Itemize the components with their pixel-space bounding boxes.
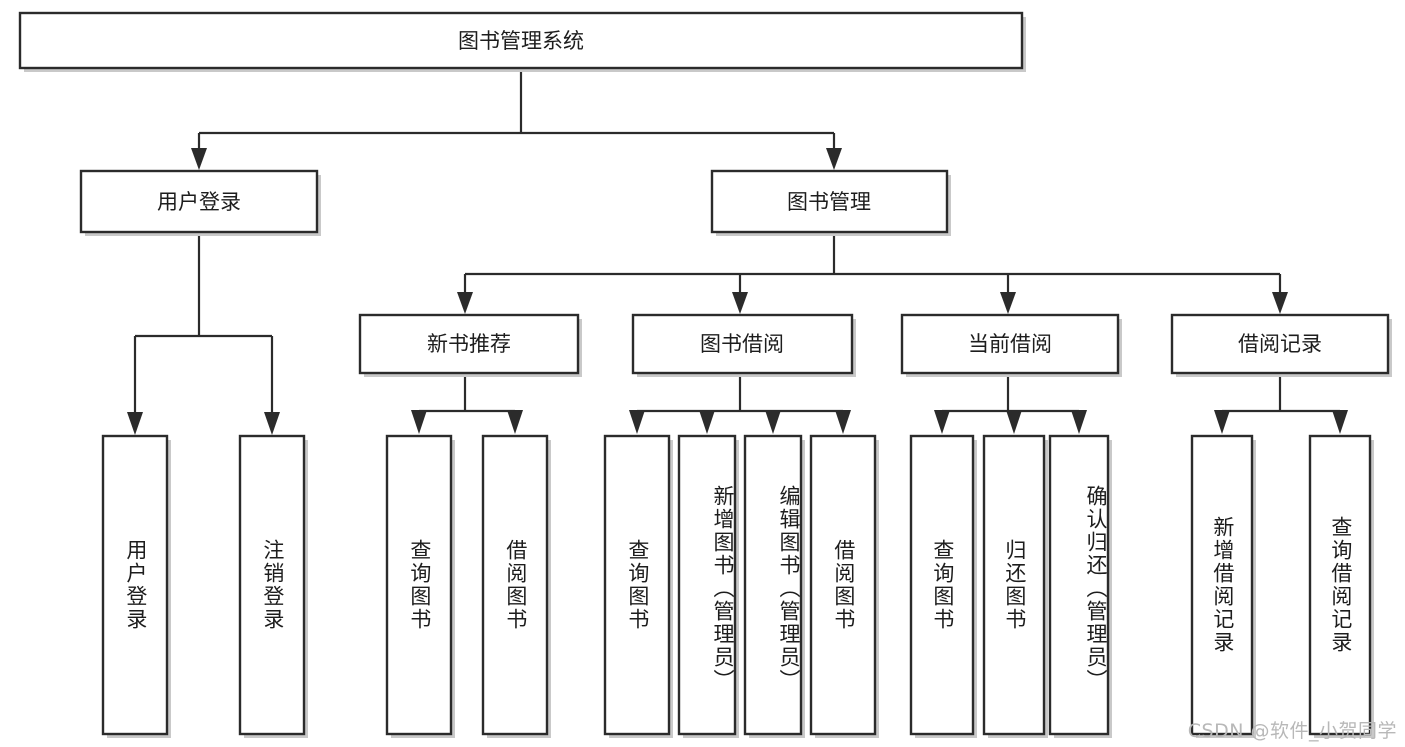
arrowhead-book-mgmt: [826, 148, 842, 170]
book-management-label: 图书管理: [787, 190, 871, 214]
arrowhead-nb-leaf-2: [507, 410, 523, 434]
book-borrow-rect: [631, 313, 854, 375]
arrowhead-br-leaf-1: [1214, 410, 1230, 434]
arrowhead-leaf-logout: [264, 412, 280, 435]
leaf-rect-8[interactable]: [909, 434, 975, 736]
connector-layer: [127, 68, 1348, 435]
arrowhead-bb-leaf-4: [835, 410, 851, 434]
current-borrow-label: 当前借阅: [968, 332, 1052, 356]
csdn-watermark: CSDN @软件_小贺同学: [1187, 720, 1397, 742]
node-book-management[interactable]: 图书管理: [710, 169, 951, 236]
leaf-rect-7[interactable]: [809, 434, 877, 736]
leaf-rect-11[interactable]: [1190, 434, 1254, 736]
leaf-rect-6[interactable]: [743, 434, 803, 736]
arrowhead-leaf-user-login: [127, 412, 143, 435]
arrowhead-nb-leaf-1: [411, 410, 427, 434]
node-new-book-recommend[interactable]: 新书推荐: [358, 313, 582, 377]
leaf-rect-12[interactable]: [1308, 434, 1372, 736]
arrowhead-current-borrow: [1000, 292, 1016, 314]
leaf-rect-0[interactable]: [101, 434, 169, 736]
arrowhead-bb-leaf-1: [629, 410, 645, 434]
arrowhead-new-book: [457, 292, 473, 314]
node-borrow-record[interactable]: 借阅记录: [1170, 313, 1392, 377]
arrowhead-user-login: [191, 148, 207, 170]
leaf-rect-layer: [101, 434, 1374, 738]
arrowhead-bb-leaf-2: [699, 410, 715, 434]
leaf-rect-1[interactable]: [238, 434, 306, 736]
leaf-rect-9[interactable]: [982, 434, 1046, 736]
leaf-rect-4[interactable]: [603, 434, 671, 736]
leaf-rect-5[interactable]: [677, 434, 737, 736]
arrowhead-cb-leaf-3: [1071, 410, 1087, 434]
node-current-borrow[interactable]: 当前借阅: [900, 313, 1122, 377]
new-book-recommend-rect: [358, 313, 580, 375]
root-label: 图书管理系统: [458, 29, 584, 53]
current-borrow-rect: [900, 313, 1120, 375]
arrowhead-cb-leaf-1: [934, 410, 950, 434]
node-user-login[interactable]: 用户登录: [79, 169, 321, 236]
leaf-rect-2[interactable]: [385, 434, 453, 736]
arrowhead-borrow-record: [1272, 292, 1288, 314]
book-borrow-label: 图书借阅: [700, 332, 784, 356]
leaf-rect-10[interactable]: [1048, 434, 1110, 736]
arrowhead-cb-leaf-2: [1006, 410, 1022, 434]
node-root[interactable]: 图书管理系统: [18, 11, 1026, 72]
borrow-record-rect: [1170, 313, 1390, 375]
borrow-record-label: 借阅记录: [1238, 332, 1322, 356]
arrowhead-br-leaf-2: [1332, 410, 1348, 434]
root-rect: [18, 11, 1024, 70]
user-login-label: 用户登录: [157, 190, 241, 214]
new-book-recommend-label: 新书推荐: [427, 332, 511, 356]
user-login-rect: [79, 169, 319, 234]
book-management-rect: [710, 169, 949, 234]
arrowhead-bb-leaf-3: [765, 410, 781, 434]
leaf-rect-3[interactable]: [481, 434, 549, 736]
arrowhead-book-borrow: [732, 292, 748, 314]
node-book-borrow[interactable]: 图书借阅: [631, 313, 856, 377]
